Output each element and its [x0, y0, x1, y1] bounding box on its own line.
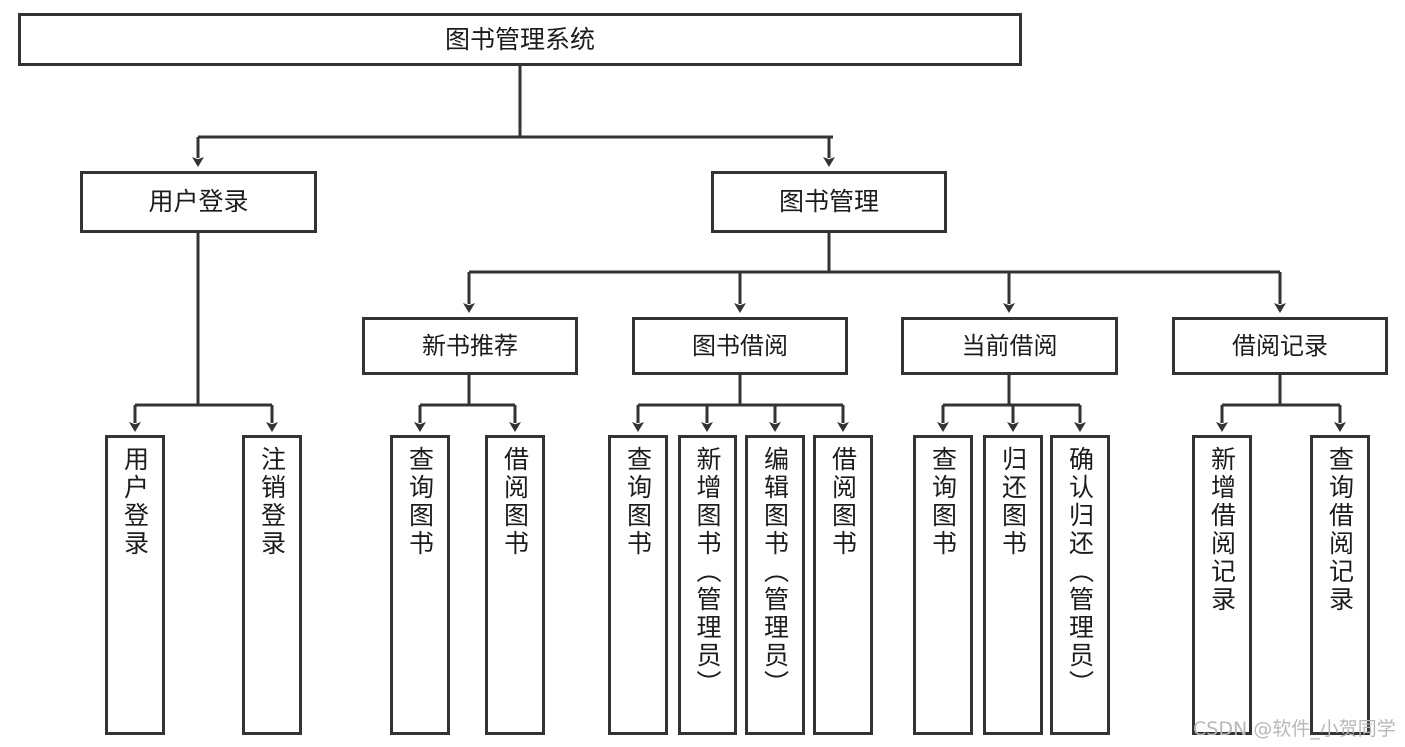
leaf-add-book-admin[interactable]: 新增图书（管理员）: [678, 435, 737, 735]
leaf-logout-login[interactable]: 注销登录: [242, 435, 302, 735]
node-current-borrow-label: 当前借阅: [961, 331, 1058, 360]
leaf-edit-book-admin[interactable]: 编辑图书（管理员）: [745, 435, 805, 735]
leaf-query-books-borrow-label: 查询图书: [623, 446, 653, 558]
leaf-borrow-books-label: 借阅图书: [828, 446, 858, 558]
leaf-query-books-borrow[interactable]: 查询图书: [608, 435, 668, 735]
node-book-borrow-label: 图书借阅: [692, 331, 788, 360]
node-root-label: 图书管理系统: [444, 24, 595, 54]
leaf-query-borrow-record-label: 查询借阅记录: [1325, 446, 1355, 614]
node-book-management[interactable]: 图书管理: [711, 171, 947, 233]
leaf-borrow-books-recommend-label: 借阅图书: [500, 446, 530, 558]
node-borrow-record[interactable]: 借阅记录: [1172, 317, 1388, 375]
node-root-system[interactable]: 图书管理系统: [18, 13, 1022, 66]
leaf-return-books[interactable]: 归还图书: [983, 435, 1043, 735]
watermark: CSDN @软件_小贺同学: [1193, 718, 1396, 740]
leaf-query-borrow-record[interactable]: 查询借阅记录: [1310, 435, 1370, 735]
leaf-user-login-label: 用户登录: [120, 446, 150, 558]
node-user-login[interactable]: 用户登录: [80, 171, 317, 233]
node-new-book-recommend-label: 新书推荐: [422, 331, 518, 360]
leaf-borrow-books[interactable]: 借阅图书: [813, 435, 873, 735]
leaf-query-books-current[interactable]: 查询图书: [913, 435, 973, 735]
leaf-user-login[interactable]: 用户登录: [105, 435, 165, 735]
leaf-return-books-label: 归还图书: [998, 446, 1028, 558]
leaf-query-books-recommend-label: 查询图书: [405, 446, 435, 558]
leaf-add-borrow-record[interactable]: 新增借阅记录: [1192, 435, 1252, 735]
leaf-add-borrow-record-label: 新增借阅记录: [1207, 446, 1237, 614]
node-book-borrow[interactable]: 图书借阅: [632, 317, 848, 375]
leaf-query-books-recommend[interactable]: 查询图书: [390, 435, 450, 735]
leaf-borrow-books-recommend[interactable]: 借阅图书: [485, 435, 545, 735]
leaf-confirm-return-admin-label: 确认归还（管理员）: [1065, 446, 1095, 698]
leaf-query-books-current-label: 查询图书: [928, 446, 958, 558]
node-borrow-record-label: 借阅记录: [1232, 331, 1328, 360]
leaf-logout-login-label: 注销登录: [257, 446, 287, 558]
leaf-edit-book-admin-label: 编辑图书（管理员）: [760, 446, 790, 698]
node-current-borrow[interactable]: 当前借阅: [901, 317, 1118, 375]
node-book-management-label: 图书管理: [778, 187, 879, 216]
leaf-add-book-admin-label: 新增图书（管理员）: [693, 446, 722, 698]
node-user-login-label: 用户登录: [148, 187, 249, 216]
node-new-book-recommend[interactable]: 新书推荐: [362, 317, 578, 375]
leaf-confirm-return-admin[interactable]: 确认归还（管理员）: [1050, 435, 1110, 735]
